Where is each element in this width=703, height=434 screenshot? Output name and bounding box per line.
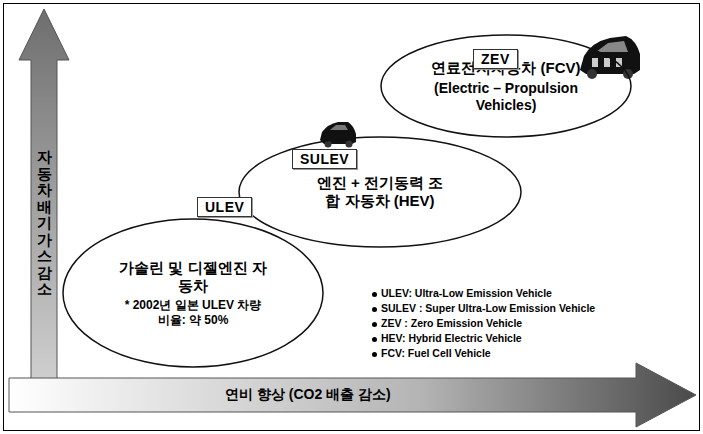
label-text: ZEV xyxy=(481,51,510,67)
label-box: ULEV xyxy=(197,197,252,217)
region-note: (Electric – Propulsion Vehicles) xyxy=(416,80,596,114)
abbreviation-note: ZEV : Zero Emission Vehicle xyxy=(381,317,522,329)
list-bullet xyxy=(372,307,377,312)
region-title: 가솔린 및 디젤엔진 자동차 xyxy=(114,259,272,295)
abbreviation-note: SULEV : Super Ultra-Low Emission Vehicle xyxy=(381,302,595,314)
ellipse-content: 엔진 + 전기동력 조합 자동차 (HEV) xyxy=(238,136,522,248)
ellipse-region: 엔진 + 전기동력 조합 자동차 (HEV) xyxy=(238,136,522,248)
axis-arrow: 연비 향상 (CO2 배출 감소) xyxy=(8,362,700,428)
axis-label: 연비 향상 (CO2 배출 감소) xyxy=(225,386,391,404)
list-bullet xyxy=(372,322,377,327)
ellipse-line xyxy=(63,219,323,367)
region-title: 엔진 + 전기동력 조합 자동차 (HEV) xyxy=(313,174,447,210)
abbreviation-note: FCV: Fuel Cell Vehicle xyxy=(381,347,491,359)
axis-label: 자동차 배기가스 감소 xyxy=(37,149,52,298)
region-note: * 2002년 일본 ULEV 차량 비율: 약 50% xyxy=(118,298,268,327)
label-box: SULEV xyxy=(292,149,357,169)
label-text: SULEV xyxy=(300,151,349,167)
text-stack: 엔진 + 전기동력 조합 자동차 (HEV) xyxy=(313,174,447,210)
abbreviation-note: HEV: Hybrid Electric Vehicle xyxy=(381,332,522,344)
ellipse-region: 가솔린 및 디젤엔진 자동차 * 2002년 일본 ULEV 차량 비율: 약 5… xyxy=(62,218,324,368)
ellipse-content: 가솔린 및 디젤엔진 자동차 * 2002년 일본 ULEV 차량 비율: 약 5… xyxy=(62,218,324,368)
car-icon xyxy=(320,122,356,148)
list-bullet xyxy=(372,292,377,297)
arrow-body xyxy=(9,363,696,427)
list-bullet xyxy=(372,352,377,357)
text-stack: 가솔린 및 디젤엔진 자동차 * 2002년 일본 ULEV 차량 비율: 약 5… xyxy=(114,259,272,327)
frame-border xyxy=(4,4,700,431)
arrow-body xyxy=(19,9,69,380)
label-box: ZEV xyxy=(473,49,518,69)
list-bullet xyxy=(372,337,377,342)
ellipse-line xyxy=(239,137,521,247)
abbreviation-note: ULEV: Ultra-Low Emission Vehicle xyxy=(381,287,552,299)
ellipse-line xyxy=(381,35,631,137)
label-text: ULEV xyxy=(205,199,244,215)
axis-arrow: 자동차 배기가스 감소 xyxy=(18,8,70,380)
